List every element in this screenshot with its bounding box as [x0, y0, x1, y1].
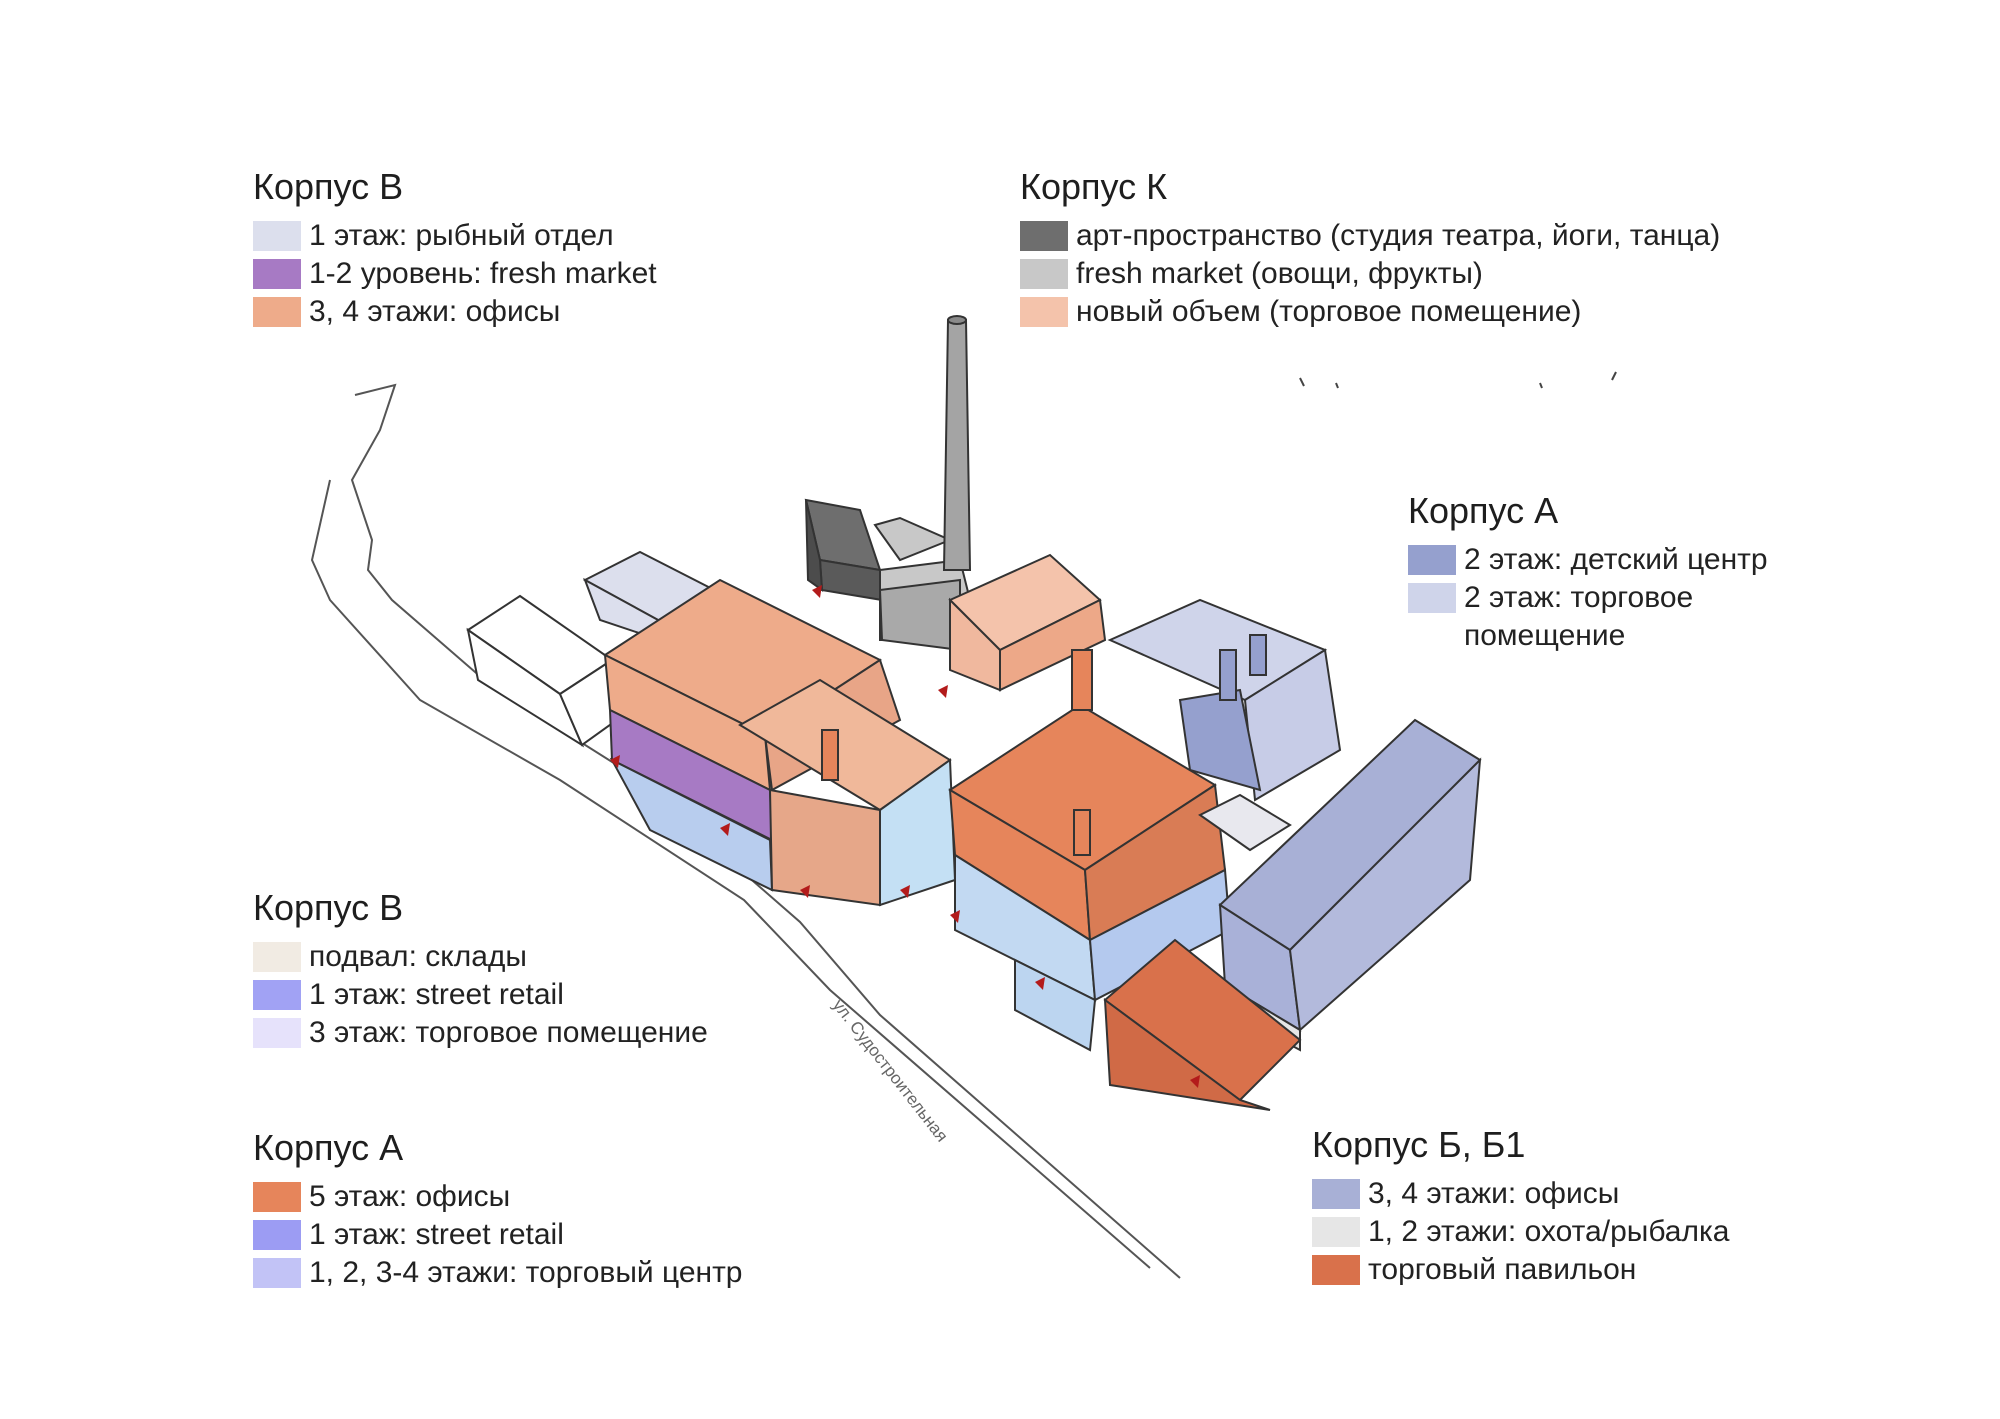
corpus-a-building [821, 649, 1232, 1052]
corpus-a-right-building [1107, 598, 1342, 802]
legend-swatch [1408, 583, 1456, 613]
legend-corpus-k: Корпус К арт-пространство (студия театра… [1020, 165, 1720, 333]
legend-item: 1, 2, 3-4 этажи: торговый центр [253, 1256, 743, 1294]
legend-corpus-b: Корпус Б, Б1 3, 4 этажи: офисы 1, 2 этаж… [1312, 1123, 1729, 1291]
legend-label: 2 этаж: детский центр [1464, 543, 1768, 576]
legend-item: 2 этаж: торговое помещение [1408, 581, 1768, 657]
legend-label: 1 этаж: рыбный отдел [309, 219, 614, 252]
legend-swatch [1020, 221, 1068, 251]
legend-corpus-v-upper: Корпус В 1 этаж: рыбный отдел 1-2 уровен… [253, 165, 657, 333]
legend-corpus-a-upper: Корпус А 2 этаж: детский центр 2 этаж: т… [1408, 489, 1768, 657]
legend-swatch [253, 221, 301, 251]
legend-swatch [1408, 545, 1456, 575]
legend-item: 3, 4 этажи: офисы [253, 295, 657, 333]
legend-label: 1, 2, 3-4 этажи: торговый центр [309, 1256, 743, 1289]
street-label: ул. Судостроительная [829, 996, 952, 1146]
legend-label: 3, 4 этажи: офисы [309, 295, 561, 328]
legend-title: Корпус А [253, 1127, 404, 1168]
site-boundary-line [310, 383, 1181, 1279]
legend-swatch [253, 1182, 301, 1212]
legend-title: Корпус В [253, 887, 404, 928]
legend-label: 1 этаж: street retail [309, 1218, 564, 1251]
factory-chimney [942, 315, 972, 571]
legend-swatch [253, 980, 301, 1010]
legend-item: новый объем (торговое помещение) [1020, 295, 1720, 333]
legend-swatch [1312, 1179, 1360, 1209]
legend-item: 1 этаж: street retail [253, 978, 708, 1016]
legend-item: fresh market (овощи, фрукты) [1020, 257, 1720, 295]
legend-label: 1, 2 этажи: охота/рыбалка [1368, 1215, 1730, 1248]
legend-item: 5 этаж: офисы [253, 1180, 743, 1218]
legend-title: Корпус А [1408, 490, 1559, 531]
legend-item: торговый павильон [1312, 1253, 1729, 1291]
legend-swatch [253, 1018, 301, 1048]
legend-item: 3 этаж: торговое помещение [253, 1016, 708, 1054]
legend-swatch [253, 942, 301, 972]
legend-swatch [1020, 259, 1068, 289]
legend-title: Корпус К [1020, 166, 1168, 207]
site-ticks [1299, 371, 1617, 389]
entrance-markers [610, 585, 1200, 1088]
legend-swatch [253, 297, 301, 327]
legend-swatch [1020, 297, 1068, 327]
legend-item: 2 этаж: детский центр [1408, 543, 1768, 581]
legend-item: арт-пространство (студия театра, йоги, т… [1020, 219, 1720, 257]
corpus-k-building [804, 498, 1107, 692]
legend-label: fresh market (овощи, фрукты) [1076, 257, 1483, 290]
legend-item: 3, 4 этажи: офисы [1312, 1177, 1729, 1215]
legend-swatch [253, 1258, 301, 1288]
corpus-v-building [602, 578, 957, 907]
legend-label: торговый павильон [1368, 1253, 1637, 1286]
legend-label: 1-2 уровень: fresh market [309, 257, 657, 290]
legend-item: 1, 2 этажи: охота/рыбалка [1312, 1215, 1729, 1253]
legend-title: Корпус В [253, 166, 404, 207]
legend-corpus-a-lower: Корпус А 5 этаж: офисы 1 этаж: street re… [253, 1126, 743, 1294]
legend-item: 1 этаж: рыбный отдел [253, 219, 657, 257]
legend-swatch [253, 259, 301, 289]
legend-swatch [253, 1220, 301, 1250]
legend-label: 2 этаж: торговое помещение [1464, 581, 1694, 652]
legend-label: 5 этаж: офисы [309, 1180, 511, 1213]
legend-item: 1 этаж: street retail [253, 1218, 743, 1256]
legend-label: арт-пространство (студия театра, йоги, т… [1076, 219, 1721, 252]
legend-label: новый объем (торговое помещение) [1076, 295, 1582, 328]
legend-label: 3, 4 этажи: офисы [1368, 1177, 1620, 1210]
connecting-bridge [1198, 793, 1292, 852]
legend-label: подвал: склады [309, 940, 527, 973]
legend-corpus-v-lower: Корпус В подвал: склады 1 этаж: street r… [253, 886, 708, 1054]
legend-swatch [1312, 1255, 1360, 1285]
legend-label: 3 этаж: торговое помещение [309, 1016, 708, 1049]
legend-title: Корпус Б, Б1 [1312, 1124, 1526, 1165]
legend-swatch [1312, 1217, 1360, 1247]
legend-item: 1-2 уровень: fresh market [253, 257, 657, 295]
legend-label: 1 этаж: street retail [309, 978, 564, 1011]
legend-item: подвал: склады [253, 940, 708, 978]
trade-pavilion [1103, 938, 1302, 1111]
